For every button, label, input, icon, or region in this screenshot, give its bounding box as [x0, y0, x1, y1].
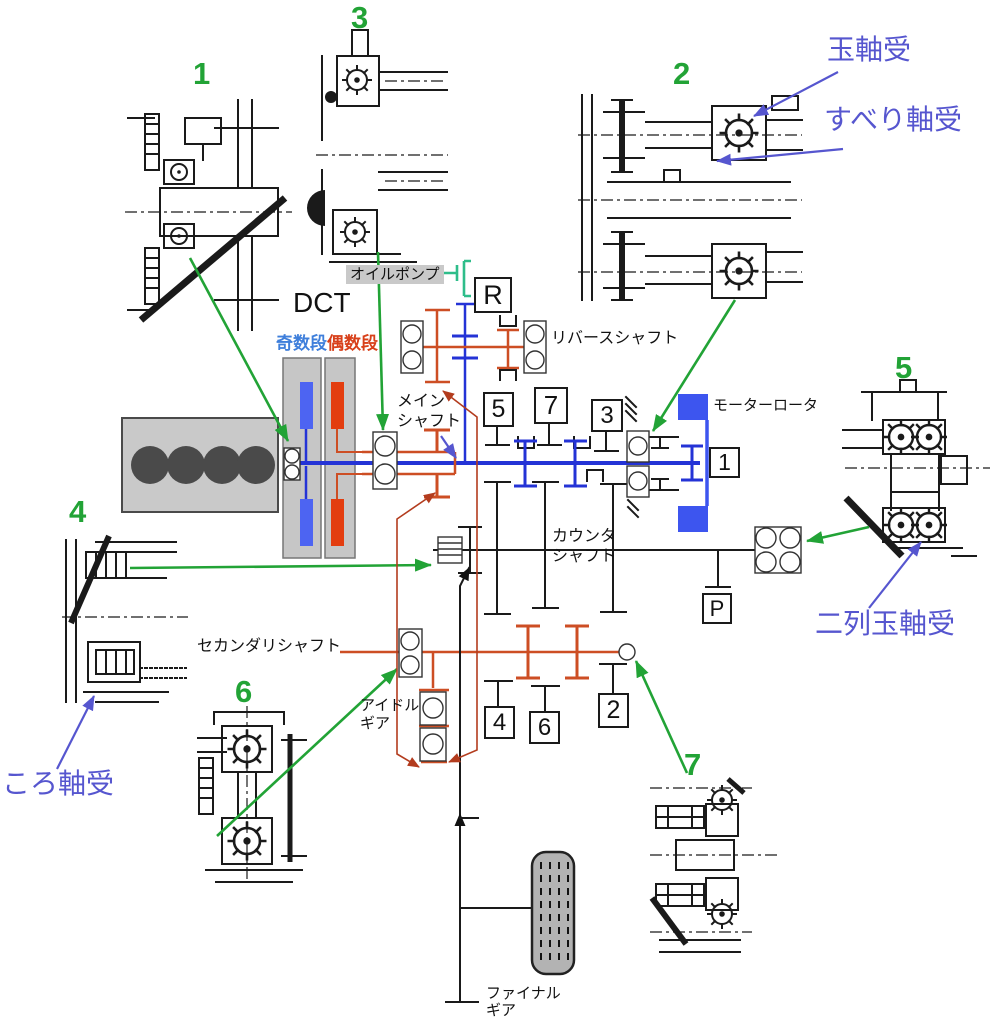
final-drive-group — [445, 566, 576, 1003]
detail-view-6 — [197, 706, 307, 883]
gear-box-7: 7 — [534, 387, 568, 424]
detail-number-4: 4 — [69, 494, 87, 529]
gear-box-4: 4 — [484, 706, 515, 739]
odd-clutch-pack-bottom — [300, 499, 313, 546]
main-shaft-label: メイン シャフト — [397, 393, 462, 430]
detail-view-5 — [842, 379, 990, 559]
detail-number-3: 3 — [351, 0, 369, 35]
gear-box-1: 1 — [709, 447, 740, 478]
final-gear-label: ファイナル ギア — [486, 985, 561, 1019]
wheel-tire — [530, 850, 576, 976]
idle-gear-label: アイドル ギア — [360, 697, 420, 732]
ball-bearing-label: 玉軸受 — [827, 34, 912, 65]
power-flow-arrows — [396, 390, 478, 768]
blue-callout-arrows — [56, 71, 922, 770]
odd-stage-label: 奇数段 — [276, 334, 327, 353]
counter-shaft-label: カウンタ シャフト — [552, 528, 617, 565]
reverse-shaft-label: リバースシャフト — [551, 330, 679, 347]
detail-number-6: 6 — [235, 674, 253, 709]
even-clutch-pack-bottom — [331, 499, 344, 546]
detail-view-1 — [125, 99, 292, 331]
gear-box-6: 6 — [529, 711, 560, 744]
detail-number-7: 7 — [684, 747, 702, 782]
motor-rotor-bottom — [678, 506, 708, 532]
motor-rotor-group — [678, 394, 709, 532]
roller-bearing-label: ころ軸受 — [2, 768, 115, 799]
gear-box-5: 5 — [483, 392, 514, 427]
secondary-shaft-group — [340, 624, 632, 764]
secondary-shaft-label: セカンダリシャフト — [197, 638, 342, 655]
odd-clutch-pack-top — [300, 382, 313, 429]
tire-tread — [540, 862, 569, 964]
motor-rotor-label: モーターロータ — [713, 397, 819, 414]
reverse-shaft-group — [404, 302, 546, 461]
detail-view-7 — [649, 777, 780, 953]
gear-box-2: 2 — [598, 693, 629, 728]
oil-pump-label: オイルポンプ — [346, 265, 444, 285]
gear-box-P: P — [702, 593, 732, 624]
motor-rotor-top — [678, 394, 708, 420]
oil-pump-symbol — [432, 259, 471, 298]
schematic-bearings — [283, 320, 802, 762]
stage-legend: 奇数段偶数段 — [276, 334, 378, 354]
detail-view-3 — [307, 29, 448, 263]
dct-title: DCT — [293, 287, 351, 318]
gear-box-R: R — [474, 277, 512, 313]
detail-view-2 — [578, 94, 803, 301]
counter-shaft-group — [433, 526, 801, 615]
even-stage-label: 偶数段 — [327, 334, 378, 353]
engine-block — [121, 417, 279, 513]
detail-number-2: 2 — [673, 56, 691, 91]
gear-box-3: 3 — [591, 399, 623, 432]
double-row-bearing-label: 二列玉軸受 — [815, 608, 956, 639]
plain-bearing-label: すべり軸受 — [824, 104, 963, 135]
green-callout-arrows — [129, 251, 870, 837]
even-clutch-pack-top — [331, 382, 344, 429]
detail-view-4 — [62, 534, 188, 703]
detail-number-5: 5 — [895, 350, 913, 385]
detail-number-1: 1 — [193, 56, 211, 91]
main-gear-cluster — [484, 395, 679, 551]
